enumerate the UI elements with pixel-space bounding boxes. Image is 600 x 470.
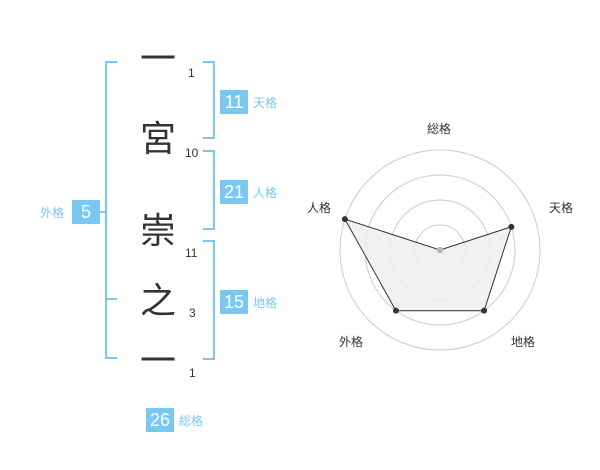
soukaku-label: 総格 bbox=[179, 414, 204, 428]
name-char-4: 之 bbox=[139, 281, 176, 322]
radar-axis-label-soukaku: 総格 bbox=[427, 122, 452, 136]
radar-center-dot bbox=[437, 247, 443, 253]
radar-point-2 bbox=[508, 223, 515, 230]
radar-axis-label-tenkaku: 天格 bbox=[549, 201, 574, 215]
name-char-1: 一 bbox=[139, 39, 176, 80]
radar-data-area bbox=[343, 218, 513, 312]
stroke-count-1: 1 bbox=[188, 66, 195, 80]
stroke-count-3: 11 bbox=[185, 246, 198, 260]
tenkaku-value: 11 bbox=[220, 90, 248, 114]
stroke-count-5: 1 bbox=[189, 366, 196, 380]
gaikaku-bracket-connector bbox=[96, 211, 105, 213]
chikaku-value: 15 bbox=[220, 290, 248, 314]
soukaku-value: 26 bbox=[146, 408, 174, 432]
gaikaku-label: 外格 bbox=[40, 206, 65, 220]
stroke-count-2: 10 bbox=[185, 146, 199, 160]
gaikaku-value: 5 bbox=[72, 200, 100, 224]
tenkaku-label: 天格 bbox=[253, 96, 278, 110]
chikaku-bracket bbox=[203, 240, 215, 360]
gaikaku-bracket-split bbox=[105, 298, 117, 300]
radar-axis-label-gaikaku: 外格 bbox=[339, 335, 364, 349]
radar-axis-label-jinkaku: 人格 bbox=[307, 201, 332, 215]
radar-point-5 bbox=[341, 216, 348, 223]
radar-point-4 bbox=[392, 307, 399, 314]
jinkaku-value: 21 bbox=[220, 180, 248, 204]
tenkaku-bracket bbox=[203, 61, 215, 139]
gaikaku-bracket bbox=[105, 61, 117, 359]
name-char-5: 一 bbox=[139, 341, 176, 382]
name-char-3: 崇 bbox=[139, 211, 176, 252]
jinkaku-bracket bbox=[203, 150, 215, 230]
stroke-count-4: 3 bbox=[189, 306, 196, 320]
radar-point-3 bbox=[481, 307, 488, 314]
radar-grid-ring bbox=[339, 149, 541, 351]
radar-axis-label-chikaku: 地格 bbox=[511, 335, 536, 349]
name-char-2: 宮 bbox=[139, 119, 176, 160]
jinkaku-label: 人格 bbox=[253, 186, 278, 200]
chikaku-label: 地格 bbox=[253, 296, 278, 310]
